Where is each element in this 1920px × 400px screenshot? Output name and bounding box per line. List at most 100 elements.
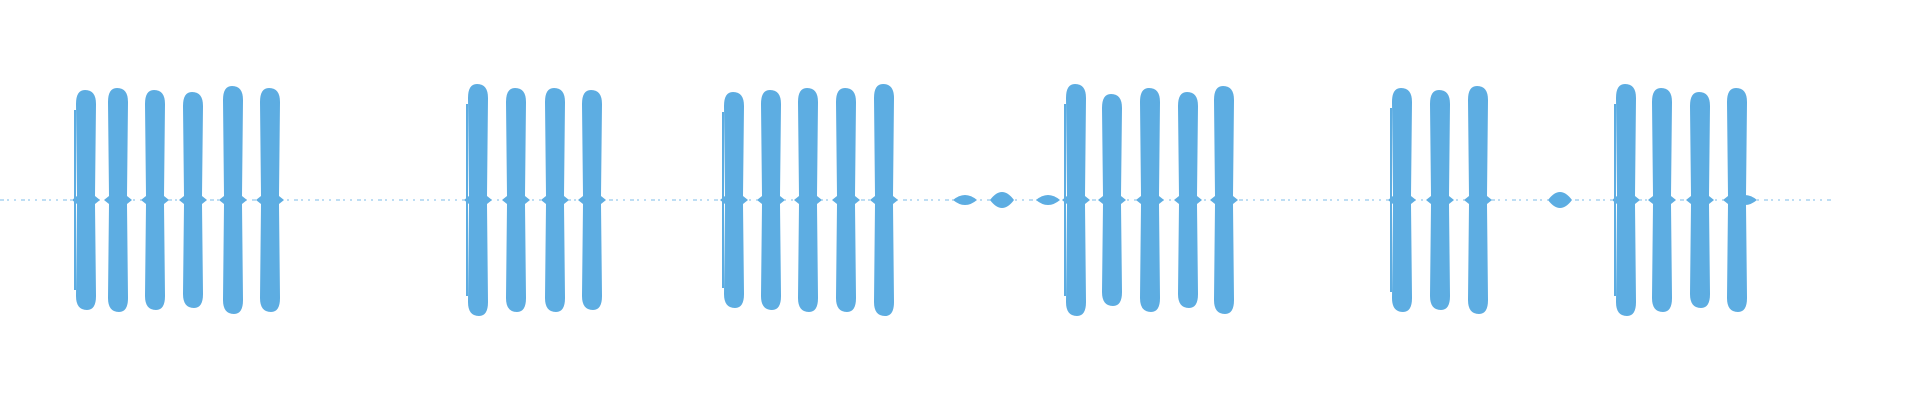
baseline-segment xyxy=(931,199,933,201)
waveform-pulse-edge xyxy=(466,104,468,296)
baseline-segment xyxy=(385,199,387,201)
baseline-segment xyxy=(1680,199,1684,201)
baseline-segment xyxy=(868,199,870,201)
baseline-segment xyxy=(210,199,214,201)
baseline-segment xyxy=(1806,199,1810,201)
baseline-segment xyxy=(1792,199,1794,201)
baseline-segment xyxy=(217,199,219,201)
baseline-segment xyxy=(1757,199,1759,201)
baseline-segment xyxy=(609,199,613,201)
waveform-pulse xyxy=(72,90,100,310)
baseline-segment xyxy=(175,199,177,201)
waveform-pulse xyxy=(757,90,785,310)
baseline-segment xyxy=(1281,199,1285,201)
baseline-segment xyxy=(28,199,30,201)
baseline-segment xyxy=(1379,199,1381,201)
baseline-segment xyxy=(1295,199,1297,201)
baseline-segment xyxy=(1127,199,1129,201)
baseline-segment xyxy=(1344,199,1348,201)
burst-group-1 xyxy=(72,86,284,314)
baseline-segment xyxy=(420,199,424,201)
baseline-segment xyxy=(917,199,919,201)
baseline-segment xyxy=(1337,199,1339,201)
baseline-segment xyxy=(658,199,660,201)
baseline-segment xyxy=(1603,199,1605,201)
waveform-pulse-edge xyxy=(74,110,76,290)
baseline-segment xyxy=(1365,199,1369,201)
baseline-segment xyxy=(1827,199,1831,201)
waveform-pulse xyxy=(219,86,247,314)
baseline-segment xyxy=(749,199,751,201)
waveform-pulse xyxy=(1686,92,1714,308)
waveform-pulse-edge xyxy=(722,112,724,288)
baseline-segment xyxy=(1246,199,1248,201)
baseline-segment xyxy=(1015,199,1017,201)
baseline-segment xyxy=(392,199,394,201)
baseline-segment xyxy=(406,199,408,201)
waveform-pulse xyxy=(578,90,606,310)
baseline-segment xyxy=(427,199,429,201)
baseline-segment xyxy=(693,199,697,201)
baseline-segment xyxy=(1582,199,1584,201)
baseline-segment xyxy=(651,199,655,201)
baseline-segment xyxy=(616,199,618,201)
baseline-segment xyxy=(1645,199,1647,201)
baseline-segment xyxy=(14,199,16,201)
baseline-segment xyxy=(1302,199,1306,201)
waveform-pulses xyxy=(72,84,1751,316)
baseline-segment xyxy=(343,199,345,201)
waveform-pulse xyxy=(794,88,822,312)
waveform-pulse xyxy=(870,84,898,316)
baseline-segment xyxy=(980,199,982,201)
baseline-segment xyxy=(637,199,639,201)
baseline-segment xyxy=(56,199,58,201)
burst-group-4 xyxy=(1062,84,1238,316)
baseline-segment xyxy=(1274,199,1276,201)
baseline-segment xyxy=(924,199,928,201)
baseline-segment xyxy=(371,199,373,201)
waveform-pulse xyxy=(1174,92,1202,308)
baseline-segment xyxy=(1323,199,1327,201)
baseline-segment xyxy=(665,199,667,201)
baseline-segment xyxy=(1575,199,1579,201)
baseline-segment xyxy=(1715,199,1717,201)
baseline-segment xyxy=(1456,199,1458,201)
waveform-pulse xyxy=(464,84,492,316)
baseline-segment xyxy=(1505,199,1507,201)
baseline-segment xyxy=(364,199,366,201)
baseline-segment xyxy=(1813,199,1815,201)
baseline-segment xyxy=(7,199,9,201)
waveform-pulse-edge xyxy=(1064,104,1066,296)
waveform-pulse xyxy=(1062,84,1090,316)
waveform-pulse xyxy=(720,92,748,308)
waveform-pulse xyxy=(1648,88,1676,312)
baseline-segment xyxy=(707,199,709,201)
baseline-segment xyxy=(1351,199,1353,201)
waveform-pulse-edge xyxy=(1390,108,1392,292)
baseline-segment xyxy=(1267,199,1269,201)
baseline-segment xyxy=(861,199,865,201)
baseline-segment xyxy=(1239,199,1243,201)
baseline-segment xyxy=(1372,199,1374,201)
baseline-segment xyxy=(1358,199,1360,201)
baseline-segment xyxy=(1330,199,1332,201)
burst-group-5 xyxy=(1388,86,1492,314)
baseline-segment xyxy=(63,199,67,201)
waveform-pulse-edge xyxy=(1614,104,1616,296)
waveform-pulse xyxy=(832,88,860,312)
baseline-segment xyxy=(1799,199,1801,201)
waveform-blip xyxy=(953,195,977,205)
baseline-segment xyxy=(1288,199,1290,201)
baseline-segment xyxy=(826,199,828,201)
burst-group-3 xyxy=(720,84,898,316)
waveform-pulse xyxy=(1098,94,1126,306)
baseline-segment xyxy=(1022,199,1024,201)
waveform-blip xyxy=(1036,195,1060,205)
baseline-segment xyxy=(903,199,907,201)
baseline-segment xyxy=(1778,199,1780,201)
baseline-segment xyxy=(945,199,949,201)
baseline-segment xyxy=(686,199,688,201)
waveform-pulse xyxy=(1210,86,1238,314)
